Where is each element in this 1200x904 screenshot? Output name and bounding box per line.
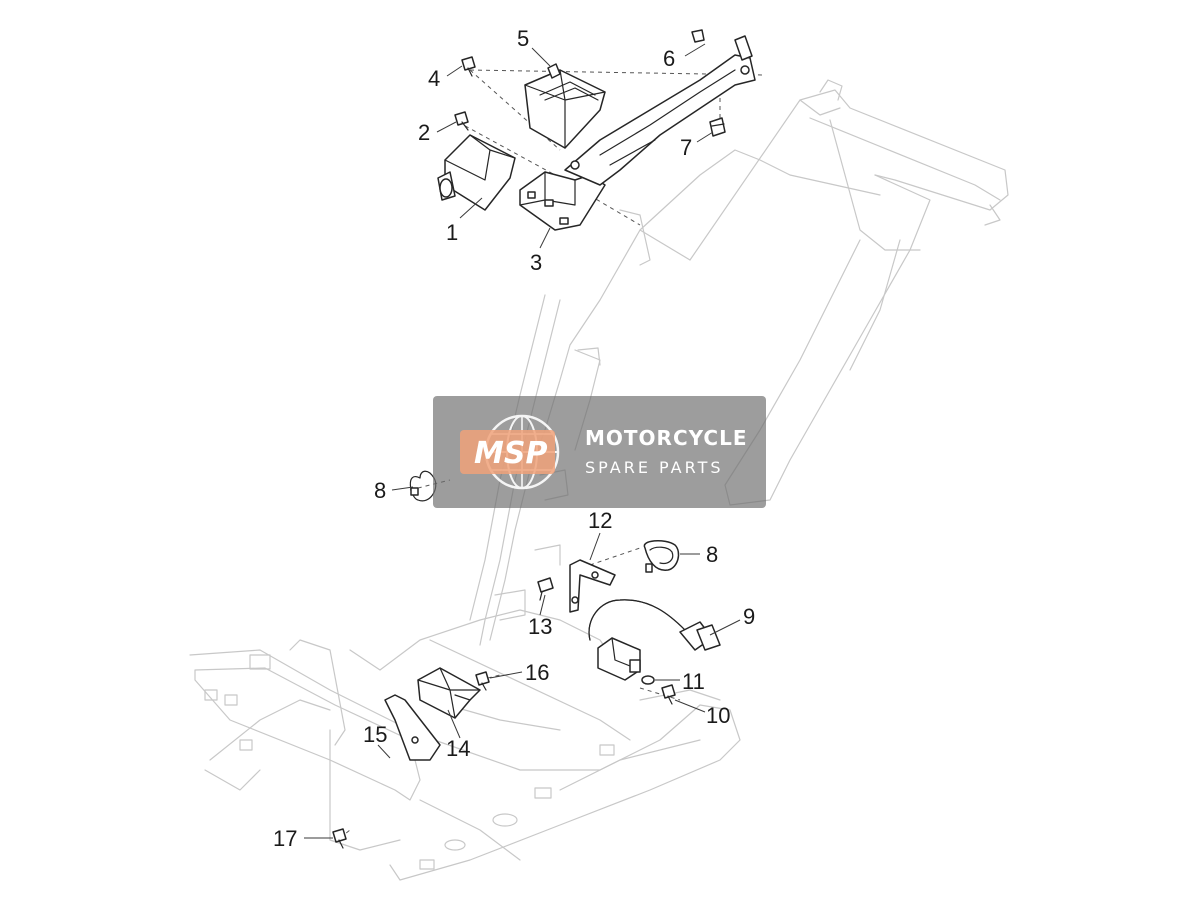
part-7-clip <box>709 117 726 137</box>
callout-8-left: 8 <box>374 478 386 503</box>
watermark-title: MOTORCYCLE <box>585 426 747 450</box>
part-13-bolt <box>537 577 554 601</box>
part-6-support-arm <box>564 29 756 186</box>
watermark: MSP MOTORCYCLE SPARE PARTS <box>433 396 766 508</box>
part-8-cable-tie-right <box>643 540 680 573</box>
callout-2: 2 <box>418 120 430 145</box>
watermark-box <box>433 396 766 508</box>
callout-9: 9 <box>743 604 755 629</box>
part-16-screw <box>475 671 490 691</box>
watermark-logo-badge <box>460 430 555 474</box>
callout-11: 11 <box>682 669 705 694</box>
part-8-cable-tie-left <box>409 470 437 502</box>
part-15-bracket <box>384 694 441 761</box>
watermark-logo-text: MSP <box>474 436 547 471</box>
leader-lines <box>304 43 741 839</box>
part-4-screw <box>461 56 476 77</box>
part-9-ignition-coil <box>588 599 721 681</box>
parts <box>332 29 756 849</box>
callout-5: 5 <box>517 26 529 51</box>
callout-12: 12 <box>588 508 612 533</box>
part-10-screw <box>661 684 676 705</box>
part-5-control-unit <box>524 63 606 149</box>
part-11-washer <box>641 675 655 685</box>
callout-7: 7 <box>680 135 692 160</box>
callout-1: 1 <box>446 220 458 245</box>
callout-10: 10 <box>706 703 730 728</box>
part-2-screw <box>454 111 469 131</box>
callout-15: 15 <box>363 722 387 747</box>
callout-3: 3 <box>530 250 542 275</box>
part-1-regulator <box>437 134 516 211</box>
callout-17: 17 <box>273 826 297 851</box>
callout-16: 16 <box>525 660 549 685</box>
callout-8-right: 8 <box>706 542 718 567</box>
part-14-module <box>417 667 481 719</box>
callout-4: 4 <box>428 66 440 91</box>
callout-labels: 1 2 3 4 5 6 7 8 8 9 10 11 12 13 14 15 16… <box>273 26 755 851</box>
watermark-subtitle: SPARE PARTS <box>585 458 724 477</box>
part-12-bracket <box>569 559 616 613</box>
callout-14: 14 <box>446 736 470 761</box>
part-3-bracket <box>519 171 606 231</box>
callout-13: 13 <box>528 614 552 639</box>
part-17-screw <box>332 828 347 849</box>
callout-6: 6 <box>663 46 675 71</box>
